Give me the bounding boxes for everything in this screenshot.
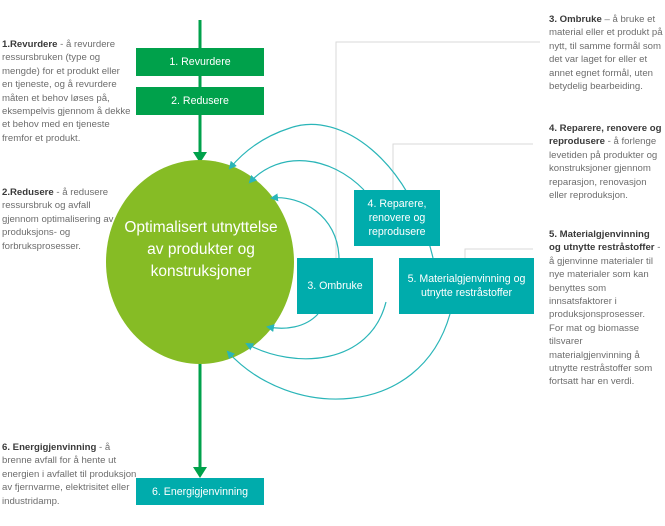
description-energigjenvinning-title: 6. Energigjenvinning [2, 442, 97, 453]
box-revurdere-label: 1. Revurdere [169, 56, 231, 68]
box-materialgjenvinning-label: 5. Materialgjenvinning og utnytte restrå… [407, 273, 526, 299]
return-arc-3-top [270, 193, 340, 259]
description-materialgjenvinning: 5. Materialgjenvinning og utnytte restrå… [549, 228, 661, 389]
connector-line-3 [335, 41, 540, 258]
return-arc-3-bottom [266, 313, 319, 332]
box-revurdere[interactable]: 1. Revurdere [136, 48, 264, 76]
center-circle [106, 160, 294, 364]
connector-line-5 [464, 248, 533, 258]
description-revurdere: 1.Revurdere - å revurdere ressursbruken … [2, 38, 132, 145]
box-energigjenvinning-label: 6. Energigjenvinning [151, 485, 248, 498]
description-revurdere-title: 1.Revurdere [2, 39, 58, 50]
description-reparere-text: - å forlenge levetiden på produkter og k… [549, 136, 658, 202]
box-redusere[interactable]: 2. Redusere [136, 87, 264, 115]
box-reparere[interactable]: 4. Reparere, renovere og reprodusere [354, 190, 440, 246]
description-materialgjenvinning-text: - å gjenvinne materialer til nye materia… [549, 242, 661, 388]
description-revurdere-text: - å revurdere ressursbruken (type og men… [2, 39, 131, 144]
description-materialgjenvinning-title: 5. Materialgjenvinning og utnytte restrå… [549, 229, 655, 254]
description-ombruke-title: 3. Ombruke [549, 14, 602, 25]
flow-arrow-top-head [193, 152, 207, 163]
description-redusere-title: 2.Redusere [2, 187, 54, 198]
box-ombruke-label: 3. Ombruke [307, 280, 363, 292]
connector-line-4 [392, 143, 533, 190]
center-label: Optimalisert utnyttelse av produkter og … [124, 219, 278, 280]
description-reparere: 4. Reparere, renovere og reprodusere - å… [549, 122, 664, 202]
box-redusere-label: 2. Redusere [171, 95, 229, 107]
description-reparere-title: 4. Reparere, renovere og reprodusere [549, 123, 662, 148]
box-reparere-label: 4. Reparere, renovere og reprodusere [367, 198, 427, 238]
description-ombruke: 3. Ombruke – å bruke et material eller e… [549, 13, 664, 93]
description-energigjenvinning: 6. Energigjenvinning - å brenne avfall f… [2, 441, 137, 508]
description-ombruke-text: – å bruke et material eller et produkt p… [549, 14, 663, 93]
return-arc-4-top [248, 160, 365, 191]
return-arc-5-bottom [226, 313, 451, 400]
description-redusere: 2.Redusere - å redusere ressursbruk og a… [2, 186, 117, 253]
flow-arrow-bottom-head [193, 467, 207, 478]
return-arc-4-bottom [245, 301, 387, 360]
box-ombruke[interactable]: 3. Ombruke [297, 258, 373, 314]
box-materialgjenvinning[interactable]: 5. Materialgjenvinning og utnytte restrå… [399, 258, 534, 314]
description-energigjenvinning-text: - å brenne avfall for å hente ut energie… [2, 442, 137, 507]
box-energigjenvinning[interactable]: 6. Energigjenvinning [136, 478, 264, 505]
description-redusere-text: - å redusere ressursbruk og avfall gjenn… [2, 187, 114, 252]
